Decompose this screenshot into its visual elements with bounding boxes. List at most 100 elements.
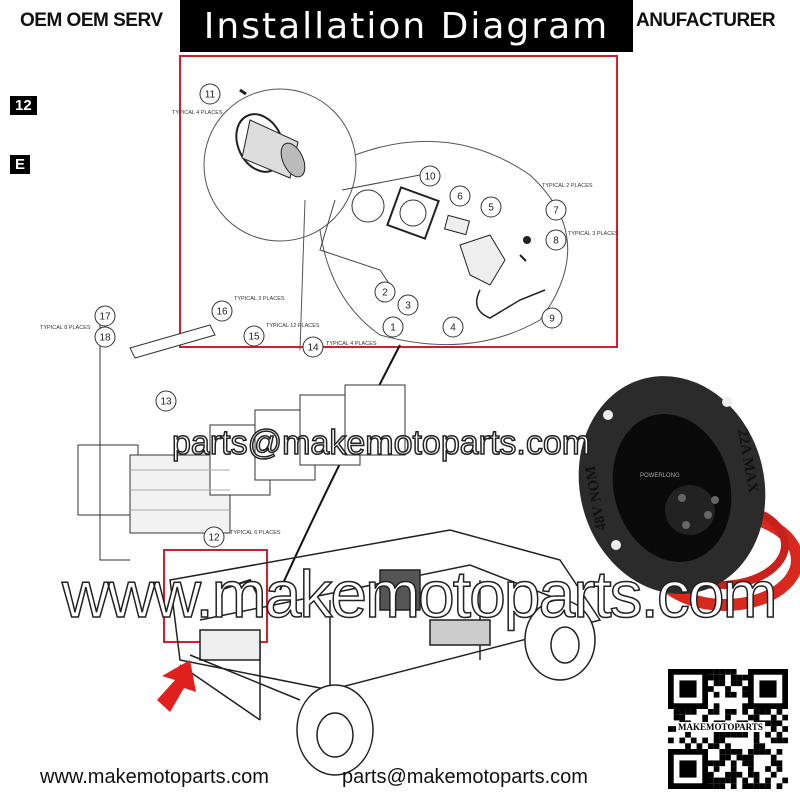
qr-module bbox=[685, 731, 691, 738]
detail-circles bbox=[203, 88, 569, 351]
qr-module bbox=[719, 731, 726, 738]
qr-module bbox=[748, 783, 754, 789]
callout-11: 11 bbox=[205, 90, 216, 101]
qr-module bbox=[770, 714, 777, 721]
callout-circle bbox=[419, 165, 441, 187]
qr-module bbox=[748, 714, 754, 721]
qr-module bbox=[730, 760, 737, 767]
qr-module bbox=[748, 749, 754, 755]
qr-module bbox=[668, 726, 674, 732]
callout-circle bbox=[302, 336, 324, 358]
footer-email-link[interactable]: parts@makemotoparts.com bbox=[342, 766, 588, 788]
qr-module bbox=[725, 714, 731, 721]
qr-module bbox=[753, 709, 760, 715]
location-arrow-icon bbox=[157, 660, 196, 712]
qr-module bbox=[713, 674, 720, 681]
qr-module bbox=[708, 669, 714, 675]
qr-module bbox=[765, 777, 771, 784]
qr-module bbox=[770, 771, 777, 778]
qr-module bbox=[736, 674, 743, 681]
callout-circle bbox=[94, 326, 116, 348]
qr-module bbox=[730, 680, 737, 687]
qr-module bbox=[753, 714, 760, 721]
qr-module bbox=[770, 726, 777, 732]
qr-module bbox=[725, 754, 731, 761]
note-15: TYPICAL 12 PLACES bbox=[266, 323, 320, 329]
qr-module bbox=[748, 766, 754, 772]
qr-module bbox=[668, 737, 674, 744]
qr-module bbox=[713, 766, 720, 772]
callout-15: 15 bbox=[248, 332, 260, 343]
qr-module bbox=[776, 760, 783, 767]
qr-module bbox=[770, 737, 777, 744]
qr-module bbox=[759, 783, 766, 789]
qr-module bbox=[730, 771, 737, 778]
qr-module bbox=[702, 714, 708, 721]
qr-module bbox=[742, 709, 748, 715]
qr-module bbox=[753, 743, 760, 749]
qr-module bbox=[736, 771, 743, 778]
qr-module bbox=[713, 691, 720, 698]
qr-module bbox=[742, 674, 748, 681]
qr-module bbox=[742, 686, 748, 692]
qr-module bbox=[719, 760, 726, 767]
qr-module bbox=[753, 777, 760, 784]
callout-9: 9 bbox=[549, 314, 555, 325]
callout-10: 10 bbox=[424, 172, 436, 183]
qr-module bbox=[765, 720, 771, 727]
qr-module bbox=[673, 714, 680, 721]
callout-2: 2 bbox=[382, 288, 388, 299]
qr-module bbox=[725, 686, 731, 692]
qr-module bbox=[765, 766, 771, 772]
qr-module bbox=[765, 709, 771, 715]
qr-module bbox=[713, 783, 720, 789]
qr-module bbox=[753, 771, 760, 778]
qr-module bbox=[742, 731, 748, 738]
qr-module bbox=[713, 703, 720, 709]
qr-module bbox=[730, 669, 737, 675]
qr-module bbox=[730, 749, 737, 755]
qr-module bbox=[679, 709, 686, 715]
qr-module bbox=[713, 743, 720, 749]
qr-module bbox=[719, 777, 726, 784]
qr-module bbox=[730, 731, 737, 738]
callout-circle bbox=[211, 300, 233, 322]
qr-module bbox=[713, 737, 720, 744]
callout-1: 1 bbox=[390, 323, 396, 334]
callout-circle bbox=[541, 307, 563, 329]
qr-module bbox=[759, 743, 766, 749]
qr-module bbox=[708, 777, 714, 784]
qr-module bbox=[719, 783, 726, 789]
qr-module bbox=[713, 731, 720, 738]
qr-module bbox=[730, 691, 737, 698]
footer-site-link[interactable]: www.makemotoparts.com bbox=[40, 766, 269, 788]
callout-circle bbox=[374, 281, 396, 303]
qr-module bbox=[708, 709, 714, 715]
qr-module bbox=[776, 766, 783, 772]
callout-4: 4 bbox=[450, 323, 456, 334]
qr-module bbox=[730, 766, 737, 772]
qr-module bbox=[776, 709, 783, 715]
qr-module bbox=[736, 680, 743, 687]
qr-module bbox=[736, 754, 743, 761]
qr-module bbox=[759, 709, 766, 715]
side-badge-e: E bbox=[10, 155, 31, 174]
qr-module bbox=[742, 783, 748, 789]
qr-module bbox=[725, 771, 731, 778]
callout-5: 5 bbox=[488, 203, 494, 214]
qr-module bbox=[719, 674, 726, 681]
callout-circle bbox=[199, 83, 221, 105]
callout-circle bbox=[397, 294, 419, 316]
qr-module bbox=[696, 743, 703, 749]
qr-module bbox=[776, 737, 783, 744]
qr-module bbox=[776, 731, 783, 738]
qr-module bbox=[713, 760, 720, 767]
qr-module bbox=[742, 754, 748, 761]
qr-module bbox=[708, 674, 714, 681]
callout-3: 3 bbox=[405, 301, 411, 312]
qr-module bbox=[753, 783, 760, 789]
qr-module bbox=[748, 771, 754, 778]
side-badge-12: 12 bbox=[10, 96, 37, 115]
